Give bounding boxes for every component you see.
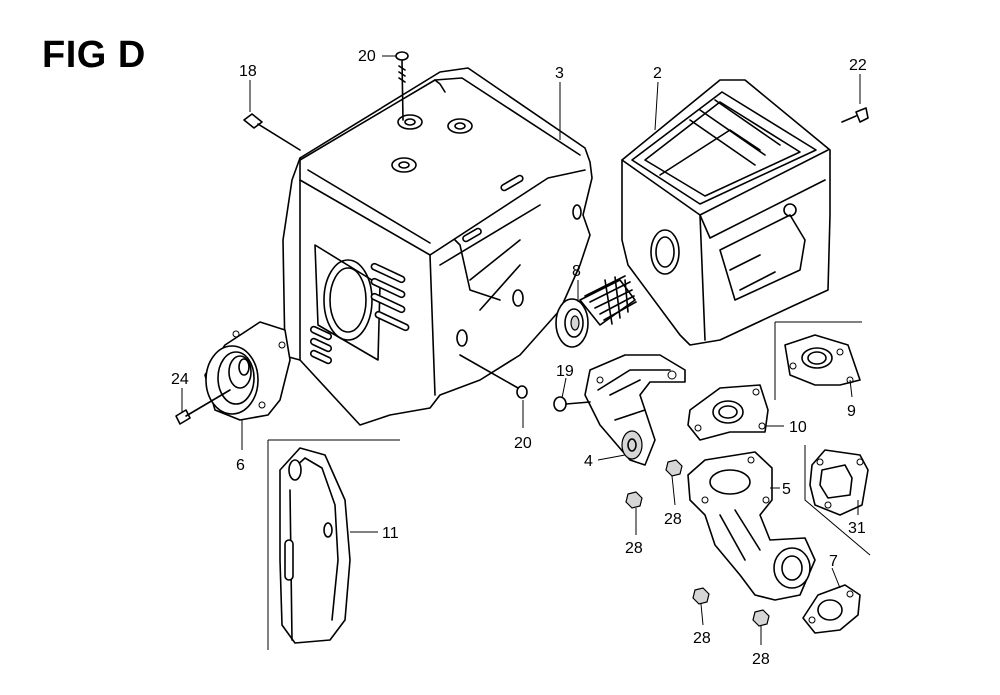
part-7-gasket[interactable] xyxy=(802,584,861,634)
part-8-screen[interactable] xyxy=(555,275,637,348)
callout-31: 31 xyxy=(848,520,866,537)
nut-28-b[interactable] xyxy=(625,491,643,509)
part-11-shield[interactable] xyxy=(279,447,351,644)
callout-28-c: 28 xyxy=(693,630,711,647)
part-9-gasket[interactable] xyxy=(784,334,861,386)
part-5-manifold[interactable] xyxy=(687,451,816,601)
callout-5: 5 xyxy=(782,481,791,498)
part-6-cover[interactable] xyxy=(204,321,291,421)
screw-18[interactable] xyxy=(243,113,301,151)
callout-7: 7 xyxy=(829,553,838,570)
callout-24: 24 xyxy=(171,371,189,388)
callout-2: 2 xyxy=(653,65,662,82)
callout-28-d: 28 xyxy=(752,651,770,668)
callout-3: 3 xyxy=(555,65,564,82)
part-11-inset-frame xyxy=(267,439,400,650)
nut-28-a[interactable] xyxy=(665,459,683,477)
callout-4: 4 xyxy=(584,453,593,470)
callout-19: 19 xyxy=(556,363,574,380)
callout-28-b: 28 xyxy=(625,540,643,557)
part-31-inset-frame xyxy=(804,445,871,556)
callout-10: 10 xyxy=(789,419,807,436)
part-2-housing[interactable] xyxy=(621,79,831,346)
leader-lines xyxy=(181,55,861,645)
callout-9: 9 xyxy=(847,403,856,420)
part-3-fan-shroud[interactable] xyxy=(282,67,593,426)
screw-24[interactable] xyxy=(175,389,231,425)
part-31-gasket[interactable] xyxy=(809,449,869,516)
callout-20-mid: 20 xyxy=(514,435,532,452)
callout-11: 11 xyxy=(382,525,399,542)
part-4-bracket[interactable] xyxy=(584,354,686,466)
nut-28-c[interactable] xyxy=(692,587,710,605)
screw-22[interactable] xyxy=(841,107,869,123)
callout-8: 8 xyxy=(572,263,581,280)
callout-6: 6 xyxy=(236,457,245,474)
figure-title: FIG D xyxy=(42,34,146,76)
callout-18: 18 xyxy=(239,63,257,80)
callout-22: 22 xyxy=(849,57,867,74)
callout-28-a: 28 xyxy=(664,511,682,528)
nut-28-d[interactable] xyxy=(752,609,770,627)
part-10-gasket[interactable] xyxy=(687,384,769,441)
part-9-inset-frame xyxy=(774,321,862,400)
screw-20-mid[interactable] xyxy=(459,354,528,399)
screw-19[interactable] xyxy=(553,396,591,412)
callout-20-top: 20 xyxy=(358,48,376,65)
